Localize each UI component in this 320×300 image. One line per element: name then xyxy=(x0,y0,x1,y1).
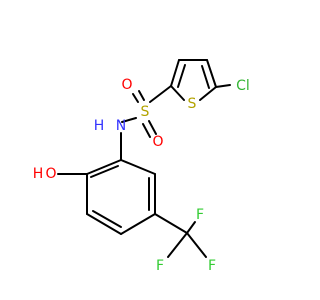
bond-c2-sulfonyl-s xyxy=(149,85,172,103)
atom-f-top: F xyxy=(196,207,204,223)
bond-cf3-f-top xyxy=(186,221,196,234)
bond-c1-c2b-inner xyxy=(90,165,119,178)
bond-c5-cl xyxy=(215,84,231,88)
atom-h-hydroxyl: H xyxy=(33,166,44,182)
bond-c2-c3-double xyxy=(170,59,180,87)
bond-s-c2 xyxy=(170,85,185,101)
atom-n: N xyxy=(116,118,126,134)
bond-cf3-f-right xyxy=(186,232,207,258)
atom-f-left: F xyxy=(156,258,164,274)
bonds xyxy=(57,59,231,258)
bond-c2-c3-inner xyxy=(177,64,186,88)
atom-o-hydroxyl: O xyxy=(45,166,56,182)
bond-c5-s xyxy=(199,86,217,101)
atom-f-right: F xyxy=(208,258,216,274)
bond-c1-c2b xyxy=(86,159,122,175)
bond-s-o-top-a xyxy=(132,93,139,103)
atom-o-sulfonyl-top: O xyxy=(121,77,132,93)
bond-s-n xyxy=(121,117,137,123)
atom-cl: Cl xyxy=(236,78,250,94)
atom-s-thiophene: S xyxy=(188,96,197,112)
bond-s-o-bottom-a xyxy=(142,123,151,138)
bond-c5b-cf3 xyxy=(154,213,188,234)
bond-c3b-c4b xyxy=(86,213,122,235)
bond-s-o-top-b xyxy=(138,90,145,101)
atom-o-sulfonyl-bottom: O xyxy=(152,134,163,150)
atom-h-amine: H xyxy=(94,118,105,134)
bond-c3b-c4b-inner xyxy=(92,210,122,228)
bond-c6b-c1 xyxy=(120,159,156,175)
bond-c4-c5-double xyxy=(206,59,217,88)
bond-c4b-c5b xyxy=(120,213,156,235)
bond-c4-c5-inner xyxy=(201,65,210,89)
atom-labels: Cl S S O O N H O H F F F xyxy=(33,77,250,274)
molecule-structure: Cl S S O O N H O H F F F xyxy=(33,59,250,274)
bond-s-o-bottom-b xyxy=(148,120,157,135)
atom-s-sulfonyl: S xyxy=(141,104,150,120)
bond-cf3-f-left xyxy=(167,232,188,258)
